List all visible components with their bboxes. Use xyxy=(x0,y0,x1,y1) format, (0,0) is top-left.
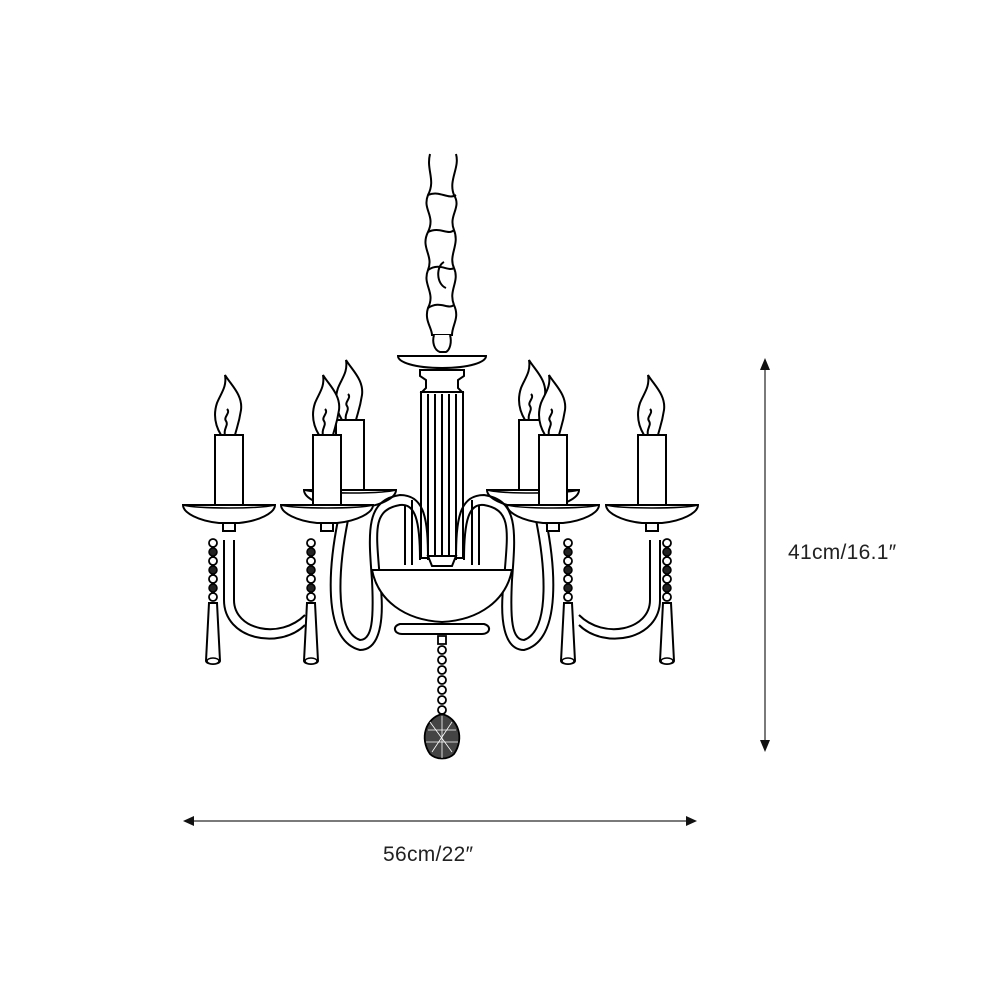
width-dimension-line xyxy=(183,816,697,826)
chain xyxy=(424,153,458,336)
central-column xyxy=(396,334,488,567)
height-dimension-label: 41cm/16.1″ xyxy=(788,541,897,564)
height-dimension-line xyxy=(760,358,770,752)
width-dimension-label: 56cm/22″ xyxy=(383,843,474,866)
crystal-ball-pendant xyxy=(423,635,461,760)
center-bowl xyxy=(370,569,514,635)
